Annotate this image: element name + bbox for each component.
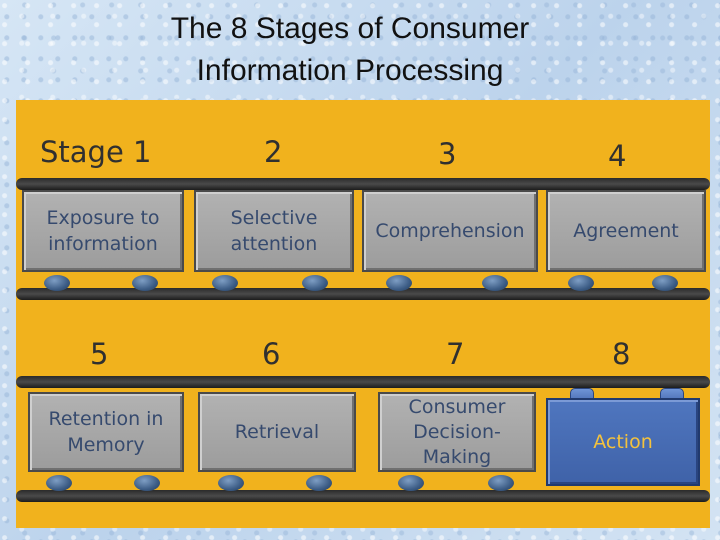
rail-bottom-1 bbox=[16, 288, 710, 300]
rail-bottom-2 bbox=[16, 490, 710, 502]
stage-4-card: Agreement bbox=[546, 190, 706, 272]
stage-diagram: Stage 1 2 3 4 Exposure to information Se… bbox=[16, 100, 710, 528]
wheel bbox=[652, 275, 678, 291]
stage-3-card: Comprehension bbox=[362, 190, 538, 272]
stage-2-card: Selective attention bbox=[194, 190, 354, 272]
wheel bbox=[46, 475, 72, 491]
stage-8-card: Action bbox=[546, 398, 700, 486]
wheel bbox=[132, 275, 158, 291]
stage-1-card: Exposure to information bbox=[22, 190, 184, 272]
rail-top-1 bbox=[16, 178, 710, 190]
wheel bbox=[306, 475, 332, 491]
wheel bbox=[488, 475, 514, 491]
wheel bbox=[302, 275, 328, 291]
wheel bbox=[386, 275, 412, 291]
stage-1-label: Stage 1 bbox=[40, 135, 152, 169]
stage-7-label: 7 bbox=[446, 337, 465, 371]
slide-title: The 8 Stages of Consumer Information Pro… bbox=[100, 8, 600, 92]
stage-6-label: 6 bbox=[262, 337, 281, 371]
wheel bbox=[398, 475, 424, 491]
wheel bbox=[218, 475, 244, 491]
stage-2-label: 2 bbox=[264, 135, 283, 169]
stage-3-label: 3 bbox=[438, 137, 457, 171]
wheel bbox=[568, 275, 594, 291]
wheel bbox=[134, 475, 160, 491]
rail-top-2 bbox=[16, 376, 710, 388]
wheel bbox=[212, 275, 238, 291]
stage-8-label: 8 bbox=[612, 337, 631, 371]
title-line-1: The 8 Stages of Consumer bbox=[170, 12, 530, 45]
stage-4-label: 4 bbox=[608, 139, 627, 173]
wheel bbox=[44, 275, 70, 291]
title-line-2: Information Processing bbox=[196, 54, 504, 87]
stage-5-card: Retention in Memory bbox=[28, 392, 184, 472]
stage-6-card: Retrieval bbox=[198, 392, 356, 472]
stage-5-label: 5 bbox=[90, 337, 109, 371]
stage-7-card: Consumer Decision- Making bbox=[378, 392, 536, 472]
wheel bbox=[482, 275, 508, 291]
